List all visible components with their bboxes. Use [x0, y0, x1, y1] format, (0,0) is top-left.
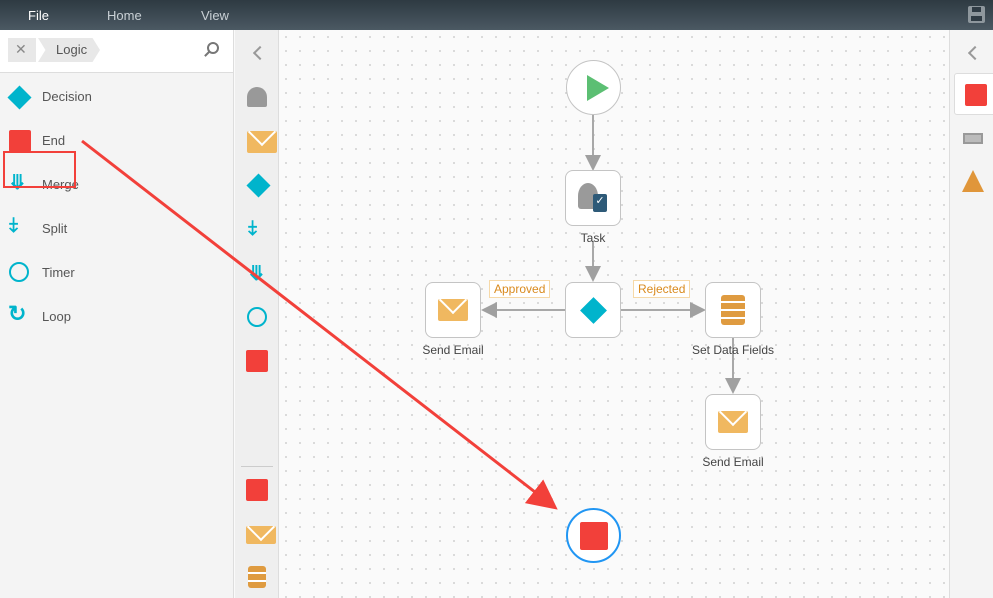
task-icon[interactable] — [247, 87, 267, 107]
item-label: Loop — [42, 309, 71, 324]
toolbox-item-merge[interactable]: ⤋ Merge — [0, 165, 234, 205]
menu-view[interactable]: View — [201, 8, 229, 23]
data-fields-icon[interactable] — [248, 566, 266, 588]
end-icon[interactable] — [246, 479, 268, 501]
tools-icon[interactable]: ✕ — [8, 38, 36, 62]
toolbox-panel: ✕ Logic Decision End ⤋ Merge ⤈ Split Timer… — [0, 30, 234, 598]
play-icon — [587, 75, 609, 101]
decision-icon — [7, 85, 32, 110]
merge-icon: ⤋ — [9, 172, 26, 194]
task-node[interactable]: ✓ — [565, 170, 621, 226]
selection-highlight — [3, 151, 76, 188]
timer-icon[interactable] — [247, 307, 267, 327]
toolbox-item-decision[interactable]: Decision — [0, 77, 234, 117]
collapse-chevron-icon[interactable] — [252, 45, 268, 61]
loop-icon: ↻ — [8, 301, 27, 326]
toolbox-item-end[interactable]: End — [0, 121, 234, 161]
item-label: Merge — [42, 177, 79, 192]
set-data-fields-node[interactable] — [705, 282, 761, 338]
properties-tab[interactable] — [954, 73, 993, 115]
end-node[interactable] — [566, 508, 621, 563]
breadcrumb-logic[interactable]: Logic — [38, 38, 100, 62]
merge-icon[interactable]: ⤋ — [248, 263, 265, 285]
split-icon[interactable]: ⤈ — [248, 217, 257, 239]
workflow-canvas[interactable]: ✓ Task Approved Rejected Send Email Set … — [279, 30, 949, 598]
decision-icon[interactable] — [246, 173, 271, 198]
search-icon[interactable] — [207, 42, 219, 54]
rejected-label[interactable]: Rejected — [633, 280, 691, 298]
decision-node[interactable] — [565, 282, 621, 338]
toolbox-item-loop[interactable]: ↻ Loop — [0, 297, 234, 337]
item-label: Timer — [42, 265, 75, 280]
approved-label[interactable]: Approved — [489, 280, 551, 298]
set-data-fields-label: Set Data Fields — [691, 343, 775, 357]
clipboard-check-icon: ✓ — [593, 194, 607, 212]
timer-icon — [9, 262, 29, 282]
end-icon — [965, 84, 987, 106]
item-label: End — [42, 133, 66, 148]
send-email-label: Send Email — [702, 455, 764, 469]
send-email-label: Send Email — [422, 343, 484, 357]
email-icon[interactable] — [247, 131, 277, 153]
end-icon — [580, 522, 608, 550]
menu-file[interactable]: File — [28, 8, 49, 23]
email-icon — [718, 411, 748, 433]
item-label: Decision — [42, 89, 92, 104]
quick-toolbox-strip: ⤈ ⤋ — [235, 30, 279, 598]
item-label: Split — [42, 221, 68, 236]
rename-field-icon[interactable] — [963, 133, 983, 144]
toolbox-item-timer[interactable]: Timer — [0, 253, 234, 293]
split-icon: ⤈ — [9, 214, 18, 236]
divider — [241, 466, 273, 467]
decision-icon — [580, 297, 607, 324]
task-label: Task — [580, 231, 606, 245]
data-fields-icon — [721, 295, 745, 325]
send-email-node[interactable] — [425, 282, 481, 338]
save-icon[interactable] — [968, 6, 985, 23]
menu-home[interactable]: Home — [107, 8, 142, 23]
top-menu-bar: File Home View — [0, 0, 993, 30]
end-icon[interactable] — [246, 350, 268, 372]
start-node[interactable] — [566, 60, 621, 115]
email-icon[interactable] — [246, 526, 276, 544]
toolbox-item-split[interactable]: ⤈ Split — [0, 209, 234, 249]
collapse-chevron-icon[interactable] — [967, 45, 983, 61]
send-email-node-2[interactable] — [705, 394, 761, 450]
toolbox-header: ✕ Logic — [0, 30, 233, 73]
warning-icon[interactable] — [962, 170, 984, 192]
email-icon — [438, 299, 468, 321]
end-icon — [9, 130, 31, 152]
properties-panel — [949, 30, 993, 598]
